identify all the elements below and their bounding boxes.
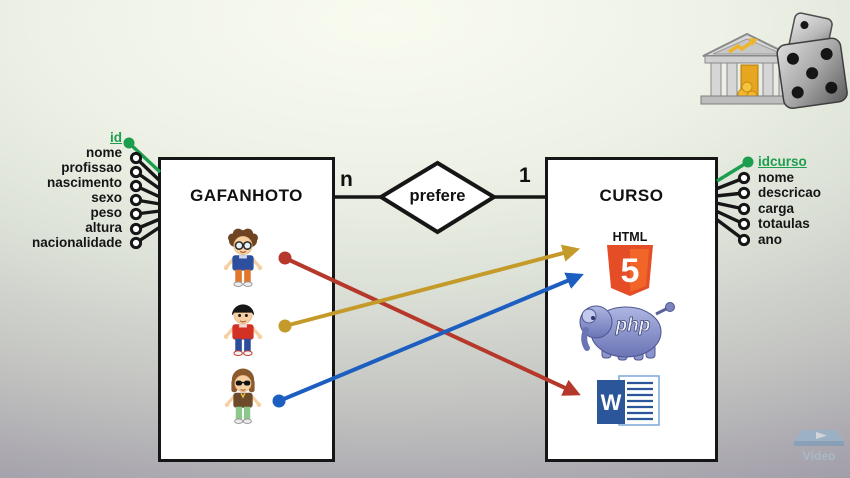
watermark-play-icon bbox=[816, 432, 827, 439]
relationship-diamond bbox=[377, 160, 498, 235]
person-3-icon bbox=[224, 368, 262, 424]
attribute-gafanhoto-nacionalidade: nacionalidade bbox=[31, 235, 122, 250]
attribute-curso-totaulas: totaulas bbox=[758, 216, 810, 231]
attribute-curso-carga: carga bbox=[758, 201, 795, 216]
php-icon: php bbox=[579, 302, 675, 361]
attribute-curso-nome: nome bbox=[758, 170, 795, 185]
attribute-curso-ano: ano bbox=[758, 232, 783, 247]
gafanhoto-attribute-dots bbox=[129, 151, 143, 250]
curso-key-dot bbox=[742, 156, 754, 168]
person-2-icon bbox=[223, 304, 263, 357]
preference-arrow-red bbox=[284, 256, 581, 396]
html5-icon: HTML 5 bbox=[607, 230, 653, 296]
attribute-curso-idcurso: idcurso bbox=[758, 154, 807, 169]
html5-title: HTML bbox=[613, 230, 648, 244]
relationship-label: prefere bbox=[409, 187, 466, 205]
bank-dice-logo bbox=[700, 12, 848, 109]
word-icon: W bbox=[597, 375, 660, 426]
gafanhoto-key-dot bbox=[123, 137, 135, 149]
preference-dot-blue bbox=[272, 394, 286, 408]
php-label: php bbox=[615, 315, 651, 336]
attribute-gafanhoto-profissao: profissao bbox=[61, 160, 122, 175]
die-large-icon bbox=[776, 37, 848, 109]
attribute-gafanhoto-nascimento: nascimento bbox=[46, 175, 122, 190]
curso-attribute-dots bbox=[737, 171, 751, 247]
cardinality-1: 1 bbox=[519, 164, 531, 187]
curso-em-video-watermark: Vídeo bbox=[794, 430, 844, 463]
entity-gafanhoto-name: GAFANHOTO bbox=[190, 186, 303, 205]
attribute-gafanhoto-altura: altura bbox=[85, 220, 122, 235]
entity-curso-name: CURSO bbox=[599, 186, 664, 205]
attribute-curso-descricao: descricao bbox=[758, 185, 822, 200]
html5-badge: 5 bbox=[621, 252, 640, 290]
watermark-label: Vídeo bbox=[803, 449, 836, 463]
cardinality-n: n bbox=[340, 168, 353, 191]
attribute-gafanhoto-sexo: sexo bbox=[91, 190, 122, 205]
attribute-gafanhoto-nome: nome bbox=[85, 145, 122, 160]
person-1-icon bbox=[223, 228, 263, 288]
word-letter: W bbox=[601, 390, 622, 415]
bank-icon bbox=[700, 32, 795, 105]
preference-dot-red bbox=[278, 251, 292, 265]
preference-arrow-gold bbox=[284, 244, 581, 328]
preference-arrow-blue bbox=[278, 272, 584, 403]
attribute-gafanhoto-peso: peso bbox=[90, 205, 122, 220]
attribute-gafanhoto-id: id bbox=[110, 130, 122, 145]
preference-dot-gold bbox=[278, 319, 292, 333]
